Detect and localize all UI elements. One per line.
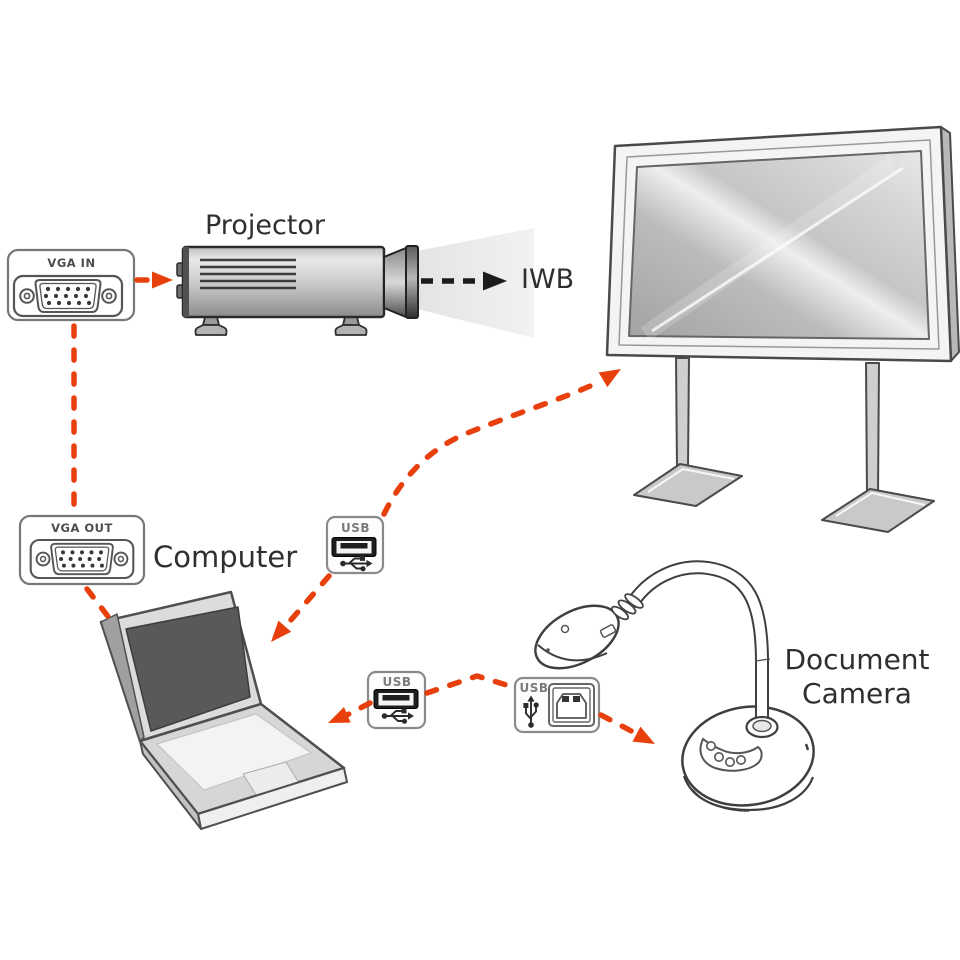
connection-vga-out-to-computer [84, 586, 116, 626]
connection-usb-to-computer [281, 573, 332, 631]
computer-label: Computer [153, 540, 298, 574]
vga-connector-icon [29, 538, 135, 580]
gooseneck-rings [610, 593, 644, 621]
laptop-keyboard [156, 713, 312, 791]
whiteboard-illustration [605, 125, 960, 533]
connection-usb-to-iwb [381, 380, 600, 517]
usb-display-label: USB [340, 521, 371, 535]
connection-usb3-to-camera [598, 712, 640, 737]
vga-out-label: VGA OUT [51, 521, 113, 535]
projector-illustration [176, 245, 419, 336]
usb-a-port-icon [373, 689, 419, 709]
document-camera-control-panel [699, 737, 763, 772]
connection-usb2-to-usb3 [424, 673, 516, 696]
document-camera-buttons [705, 740, 746, 767]
document-camera-label: Document Camera [768, 643, 946, 711]
projector-lens [383, 247, 407, 318]
vga-connector-icon [12, 274, 124, 318]
document-camera-label-line2: Camera [802, 677, 912, 710]
projector-vents [200, 258, 296, 290]
usb-computer-side-label: USB [382, 675, 412, 689]
whiteboard-screen [628, 150, 930, 340]
usb-a-port-icon [331, 537, 377, 557]
usb-a-port-box-display [325, 515, 385, 575]
usb-b-port-icon [548, 683, 595, 727]
connection-usb2-to-computer [342, 700, 373, 719]
document-camera-lens-dot [560, 624, 570, 634]
connection-projector-to-iwb [421, 271, 507, 291]
red-connections [71, 277, 640, 737]
iwb-label: IWB [521, 264, 575, 295]
whiteboard-stand [633, 357, 935, 533]
vga-in-label: VGA IN [47, 256, 96, 270]
laptop-illustration [99, 590, 348, 830]
document-camera-illustration [534, 560, 815, 812]
usb-b-port-box-camera [513, 676, 601, 734]
usb-camera-side-label: USB [519, 681, 549, 695]
projector-label: Projector [205, 210, 325, 241]
vga-in-port-box [6, 248, 136, 322]
vga-out-port-box [18, 514, 146, 586]
laptop-screen [125, 606, 251, 732]
document-camera-label-line1: Document [784, 643, 930, 676]
usb-a-port-box-computer [366, 670, 427, 730]
projection-beam [417, 228, 534, 338]
